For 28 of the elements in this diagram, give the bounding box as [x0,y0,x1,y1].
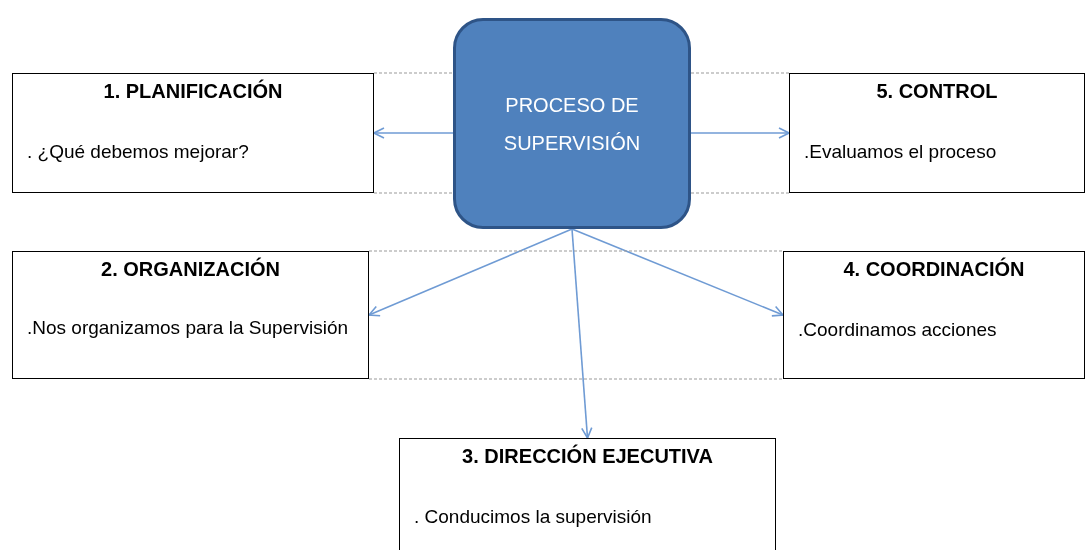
step-title: 3. DIRECCIÓN EJECUTIVA [461,445,714,468]
connector-line [373,72,454,74]
arrow [373,127,454,139]
step-description: . Conducimos la supervisión [414,505,653,529]
arrow [690,127,790,139]
step-title: 2. ORGANIZACIÓN [100,258,281,281]
process-box [453,18,691,229]
step-box [399,438,776,550]
step-description: .Evaluamos el proceso [804,140,998,164]
step-box [789,73,1085,193]
step-box [12,251,369,379]
connector-line [368,250,784,252]
step-description: .Coordinamos acciones [798,318,998,342]
arrow [571,228,593,439]
arrow [368,228,573,317]
step-title: 4. COORDINACIÓN [842,258,1026,281]
step-box [12,73,374,193]
connector-line [690,192,790,194]
step-description: .Nos organizamos para la Supervisión [27,316,350,340]
arrow [571,228,784,317]
step-description: . ¿Qué debemos mejorar? [27,140,250,164]
connector-line [368,378,784,380]
connector-line [690,72,790,74]
connector-line [373,192,454,194]
step-title: 1. PLANIFICACIÓN [102,80,284,103]
step-title: 5. CONTROL [875,80,999,103]
step-box [783,251,1085,379]
process-title: PROCESO DE SUPERVISIÓN [502,92,642,156]
